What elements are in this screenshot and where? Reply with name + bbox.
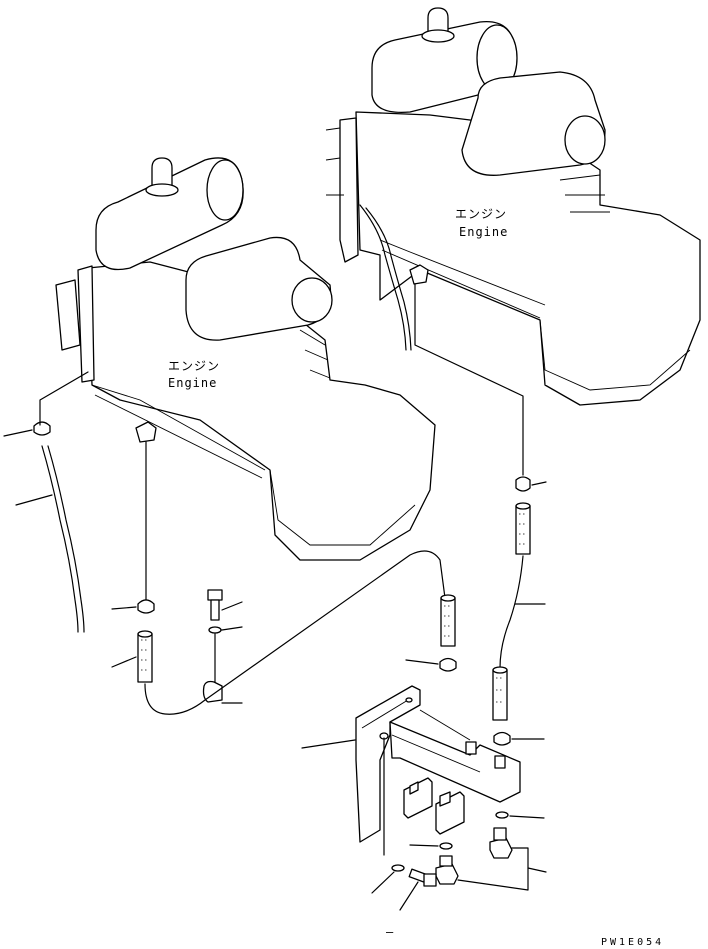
engine-right (325, 7, 701, 406)
leader-bracket (301, 739, 356, 749)
clip-right-lower (493, 731, 511, 746)
leader-left-tube (15, 494, 53, 506)
hose-center (440, 594, 456, 647)
leader-clip-right-upper (531, 481, 547, 486)
clip-left-lower (137, 599, 155, 614)
washer-left (208, 626, 222, 634)
minus-mark: – (386, 925, 394, 939)
leader-left-clip (3, 429, 33, 437)
leader-washer-left (221, 626, 243, 631)
engine-right-label-jp: エンジン (455, 207, 507, 221)
bolt-left (207, 589, 223, 621)
hose-right-lower (492, 666, 508, 721)
leader-clip-left-lower (111, 606, 137, 610)
engine-left-label-en: Engine (168, 376, 217, 390)
hose-right-mid (499, 555, 524, 669)
washer-lower-right (495, 811, 509, 819)
left-dipstick-tube (33, 371, 89, 633)
hose-left (137, 630, 153, 683)
hose-right-upper (515, 502, 531, 555)
clamp-left (202, 680, 223, 703)
leader-bolt-left (221, 601, 243, 611)
leader-washer-lower-center (409, 844, 439, 847)
engine-left-label-jp: エンジン (168, 359, 220, 373)
leader-washer-bottom (371, 871, 395, 894)
washer-bottom (391, 864, 405, 872)
bolt-bottom (408, 868, 437, 887)
clip-right-upper (515, 476, 531, 492)
engine-left (55, 157, 436, 561)
leader-hose-left (111, 656, 137, 668)
leader-bolt-bottom (399, 881, 419, 911)
leader-sensors (527, 867, 547, 873)
leader-washer-lower-right (509, 815, 545, 819)
sensor-center (435, 855, 459, 885)
drawing-code: PW1E054 (601, 937, 664, 948)
bracket-lead-sensors (457, 847, 529, 891)
connector-line-right (414, 283, 524, 476)
leader-clip-center (405, 659, 439, 665)
engine-right-label-en: Engine (459, 225, 508, 239)
sensor-right (489, 827, 513, 859)
bracket-assembly (355, 685, 521, 843)
hose-loop (144, 550, 446, 715)
clip-center (439, 657, 457, 672)
washer-lower-center (439, 842, 453, 850)
